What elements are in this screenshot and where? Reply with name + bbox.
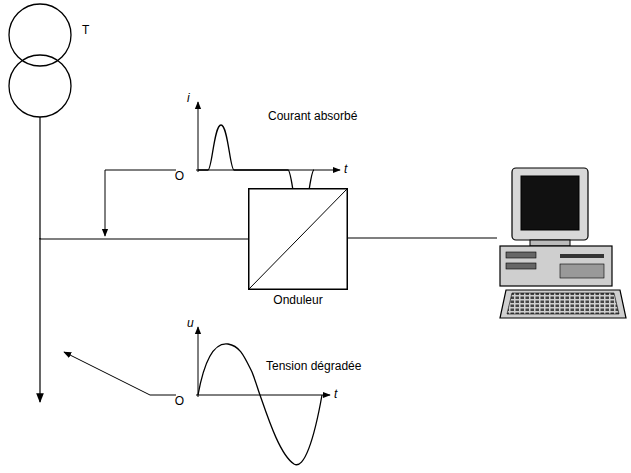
secondary-winding: [9, 55, 71, 117]
supply-wire: [40, 117, 249, 239]
axis-label: i: [187, 92, 190, 106]
supply-line: [39, 238, 40, 402]
axis-t: [196, 395, 330, 396]
leader-line: [64, 352, 176, 395]
inverter-outline: [249, 189, 348, 290]
transformer-windings: [2, 2, 102, 127]
output-line: [348, 237, 497, 238]
inverter-box: Onduleur: [248, 188, 348, 290]
inverter-diagonal: [249, 189, 347, 289]
primary-winding: [9, 4, 71, 66]
inverter-label: Onduleur: [273, 294, 322, 308]
graph-title: Courant absorbé: [268, 110, 357, 124]
axis-label: t: [334, 388, 337, 402]
inverter-symbol: [248, 188, 348, 290]
computer-icon: [500, 168, 626, 318]
axis-label: t: [344, 163, 347, 177]
axis-i: [198, 102, 199, 172]
origin-label: O: [175, 170, 184, 184]
transformer-symbol: T: [2, 2, 102, 127]
graph-title: Tension dégradée: [266, 360, 361, 374]
origin-label: O: [175, 395, 184, 409]
axis-u: [198, 327, 199, 397]
axis-label: u: [187, 317, 194, 331]
leader-line: [105, 170, 176, 236]
transformer-label: T: [82, 24, 89, 38]
